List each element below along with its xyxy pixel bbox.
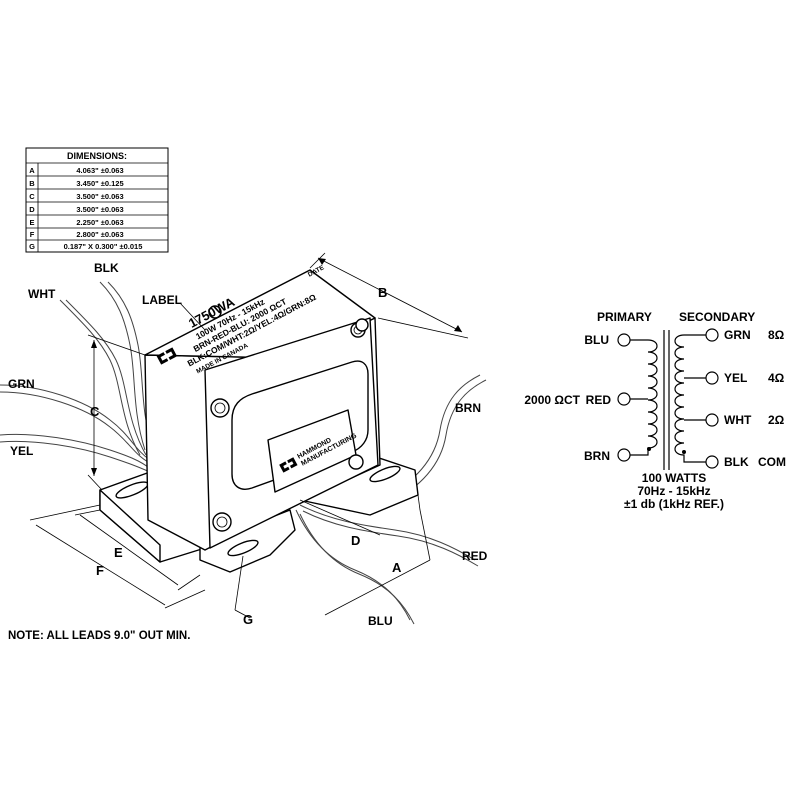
lead-label-red: RED — [462, 549, 488, 563]
lead-label-blk: BLK — [94, 261, 119, 275]
dim-label-a: A — [392, 560, 402, 575]
lead-label-brn: BRN — [455, 401, 481, 415]
secondary-wire-label: BLK — [724, 455, 749, 469]
lead-label-yel: YEL — [10, 444, 33, 458]
table-key: G — [29, 242, 35, 251]
left-foot-edge — [99, 489, 161, 563]
front-leads — [295, 504, 479, 625]
secondary-impedance: 4Ω — [768, 371, 785, 385]
terminal-blu — [617, 333, 631, 347]
table-value: 3.500" ±0.063 — [76, 205, 123, 214]
terminal-grn — [705, 328, 719, 342]
table-value: 2.250" ±0.063 — [76, 218, 123, 227]
label-callout: LABEL — [142, 293, 182, 307]
table-key: A — [29, 166, 35, 175]
spec-line: 100 WATTS — [642, 471, 706, 485]
hammond-logo-icon — [156, 347, 178, 365]
hammond-logo-icon — [279, 457, 298, 473]
table-value: 3.450" ±0.125 — [76, 179, 123, 188]
table-key: D — [29, 205, 35, 214]
primary-coil — [630, 339, 658, 456]
screw — [210, 398, 230, 418]
secondary-impedance: 2Ω — [768, 413, 785, 427]
left-leads — [0, 281, 157, 476]
center-tap-impedance: 2000 ΩCT — [524, 393, 580, 407]
mounting-slot — [227, 539, 259, 557]
secondary-wire-label: YEL — [724, 371, 747, 385]
spec-line: 70Hz - 15kHz — [637, 484, 710, 498]
table-key: C — [29, 192, 35, 201]
primary-wire-label: RED — [586, 393, 612, 407]
dim-label-b: B — [378, 285, 387, 300]
screw — [348, 454, 364, 470]
lead-label-grn: GRN — [8, 377, 35, 391]
terminal-blk — [705, 455, 719, 469]
table-key: E — [29, 218, 34, 227]
spec-line: ±1 db (1kHz REF.) — [624, 497, 724, 511]
leads-note: NOTE: ALL LEADS 9.0" OUT MIN. — [8, 630, 190, 642]
primary-wire-label: BRN — [584, 449, 610, 463]
polarity-dot — [682, 450, 686, 454]
rivet — [355, 318, 369, 332]
secondary-impedance: 8Ω — [768, 328, 785, 342]
table-value: 4.063" ±0.063 — [76, 166, 123, 175]
primary-title: PRIMARY — [597, 310, 652, 324]
dim-label-d: D — [351, 533, 360, 548]
screw — [212, 512, 232, 532]
table-value: 2.800" ±0.063 — [76, 230, 123, 239]
primary-wire-label: BLU — [584, 333, 609, 347]
dim-label-g: G — [243, 612, 253, 627]
mounting-slot — [369, 465, 401, 483]
dimension-lines — [29, 252, 469, 619]
dim-label-e: E — [114, 545, 123, 560]
lead-label-wht: WHT — [28, 287, 56, 301]
table-value: 3.500" ±0.063 — [76, 192, 123, 201]
table-title: DIMENSIONS: — [67, 151, 127, 161]
terminal-wht — [705, 413, 719, 427]
wiring-schematic: PRIMARY SECONDARY BLU RED 2000 ΩCT BRN G… — [524, 310, 786, 511]
lead-label-blu: BLU — [368, 614, 393, 628]
transformer-body — [144, 269, 381, 551]
table-border — [25, 147, 169, 253]
secondary-coil — [674, 334, 706, 463]
drawing-labels: BLK WHT GRN YEL BRN RED BLU LABEL B C E … — [8, 261, 488, 628]
secondary-wire-label: WHT — [724, 413, 752, 427]
dim-label-f: F — [96, 563, 104, 578]
polarity-dot — [647, 447, 651, 451]
terminal-red — [617, 392, 631, 406]
terminal-yel — [705, 371, 719, 385]
dim-label-c: C — [90, 404, 100, 419]
dimensions-table: DIMENSIONS: A 4.063" ±0.063 B 3.450" ±0.… — [25, 147, 169, 253]
table-value: 0.187" X 0.300" ±0.015 — [64, 242, 143, 251]
terminal-brn — [617, 448, 631, 462]
secondary-impedance: COM — [758, 455, 786, 469]
secondary-title: SECONDARY — [679, 310, 755, 324]
table-key: F — [30, 230, 35, 239]
table-key: B — [29, 179, 35, 188]
rivet — [208, 305, 222, 319]
secondary-wire-label: GRN — [724, 328, 751, 342]
